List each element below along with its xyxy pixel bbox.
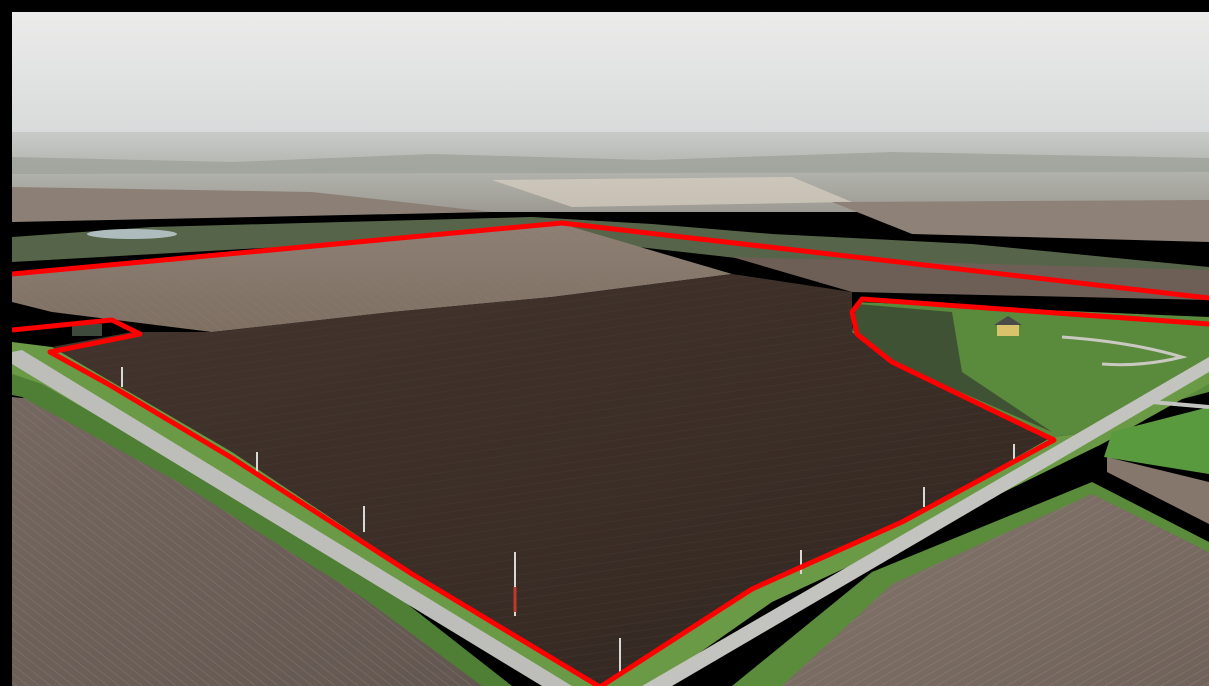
sky	[12, 12, 1209, 147]
left-farmstead	[72, 324, 102, 336]
distant-tree-band	[12, 152, 1209, 174]
driveway	[1061, 335, 1188, 367]
right-small-field	[1107, 457, 1209, 524]
farmhouse-roof	[994, 316, 1022, 325]
tilled-parcel-texture	[52, 274, 1052, 686]
left-road	[12, 350, 572, 686]
far-right-field	[832, 200, 1209, 242]
aerial-photo-canvas	[12, 12, 1209, 686]
upper-right-field	[732, 257, 1209, 300]
right-road	[642, 357, 1209, 686]
upper-field-texture	[12, 224, 732, 332]
distant-light-field	[492, 177, 852, 207]
pond	[87, 229, 177, 239]
farmhouse	[997, 324, 1019, 336]
right-lower-field-texture	[772, 487, 1209, 686]
right-field-border-grass	[732, 482, 1209, 686]
parcel-boundary	[12, 220, 1209, 686]
side-lane	[1151, 400, 1209, 409]
left-ditch-grass	[12, 374, 512, 686]
homestead-trees	[852, 304, 1052, 432]
far-left-field	[12, 187, 492, 222]
right-pasture	[1104, 407, 1209, 474]
aerial-photo	[12, 12, 1209, 686]
